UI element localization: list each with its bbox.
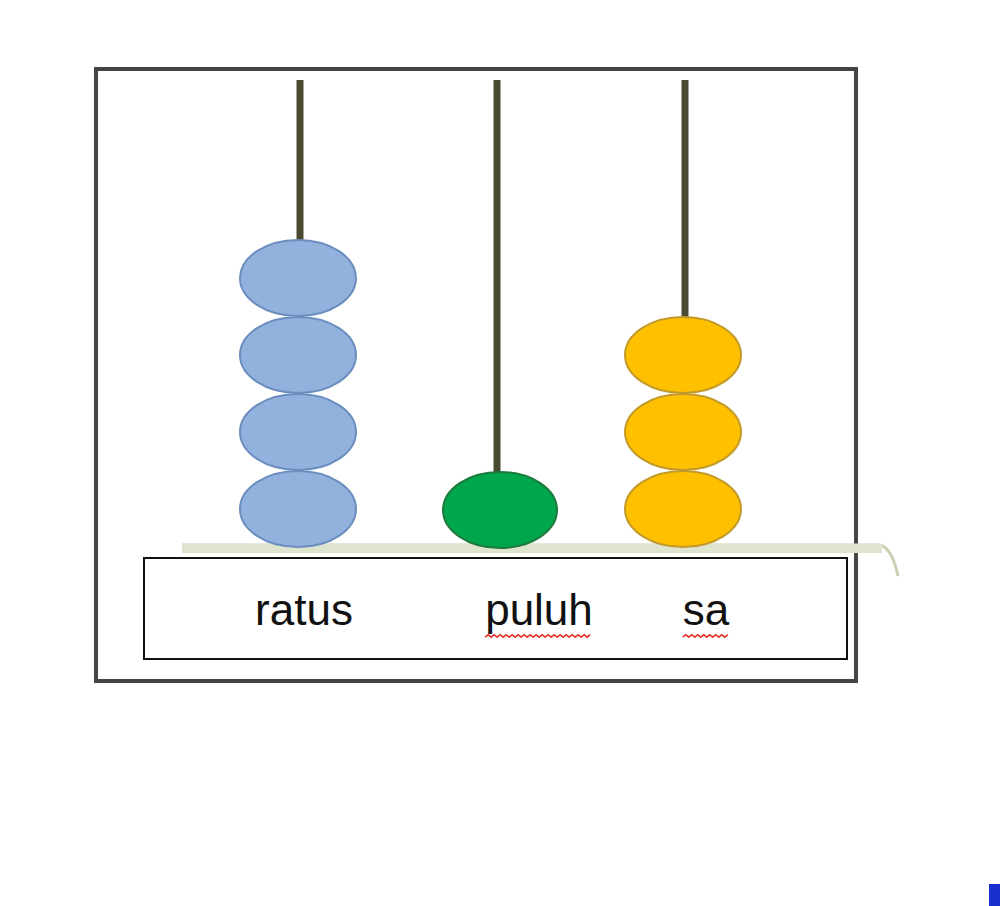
place-value-label: sa	[683, 586, 729, 634]
spellcheck-underline	[485, 635, 590, 638]
tens-bead	[443, 472, 557, 548]
ones-beads	[625, 317, 741, 547]
hundreds-beads	[240, 240, 356, 547]
place-value-label: puluh	[485, 586, 593, 634]
place-value-label: ratus	[255, 586, 353, 634]
corner-mark	[989, 884, 1000, 906]
base-shelf-edge	[182, 545, 898, 576]
spellcheck-underline	[683, 635, 728, 638]
place-value-label-box: ratus puluh sa	[143, 557, 848, 660]
outer-frame	[96, 69, 856, 681]
